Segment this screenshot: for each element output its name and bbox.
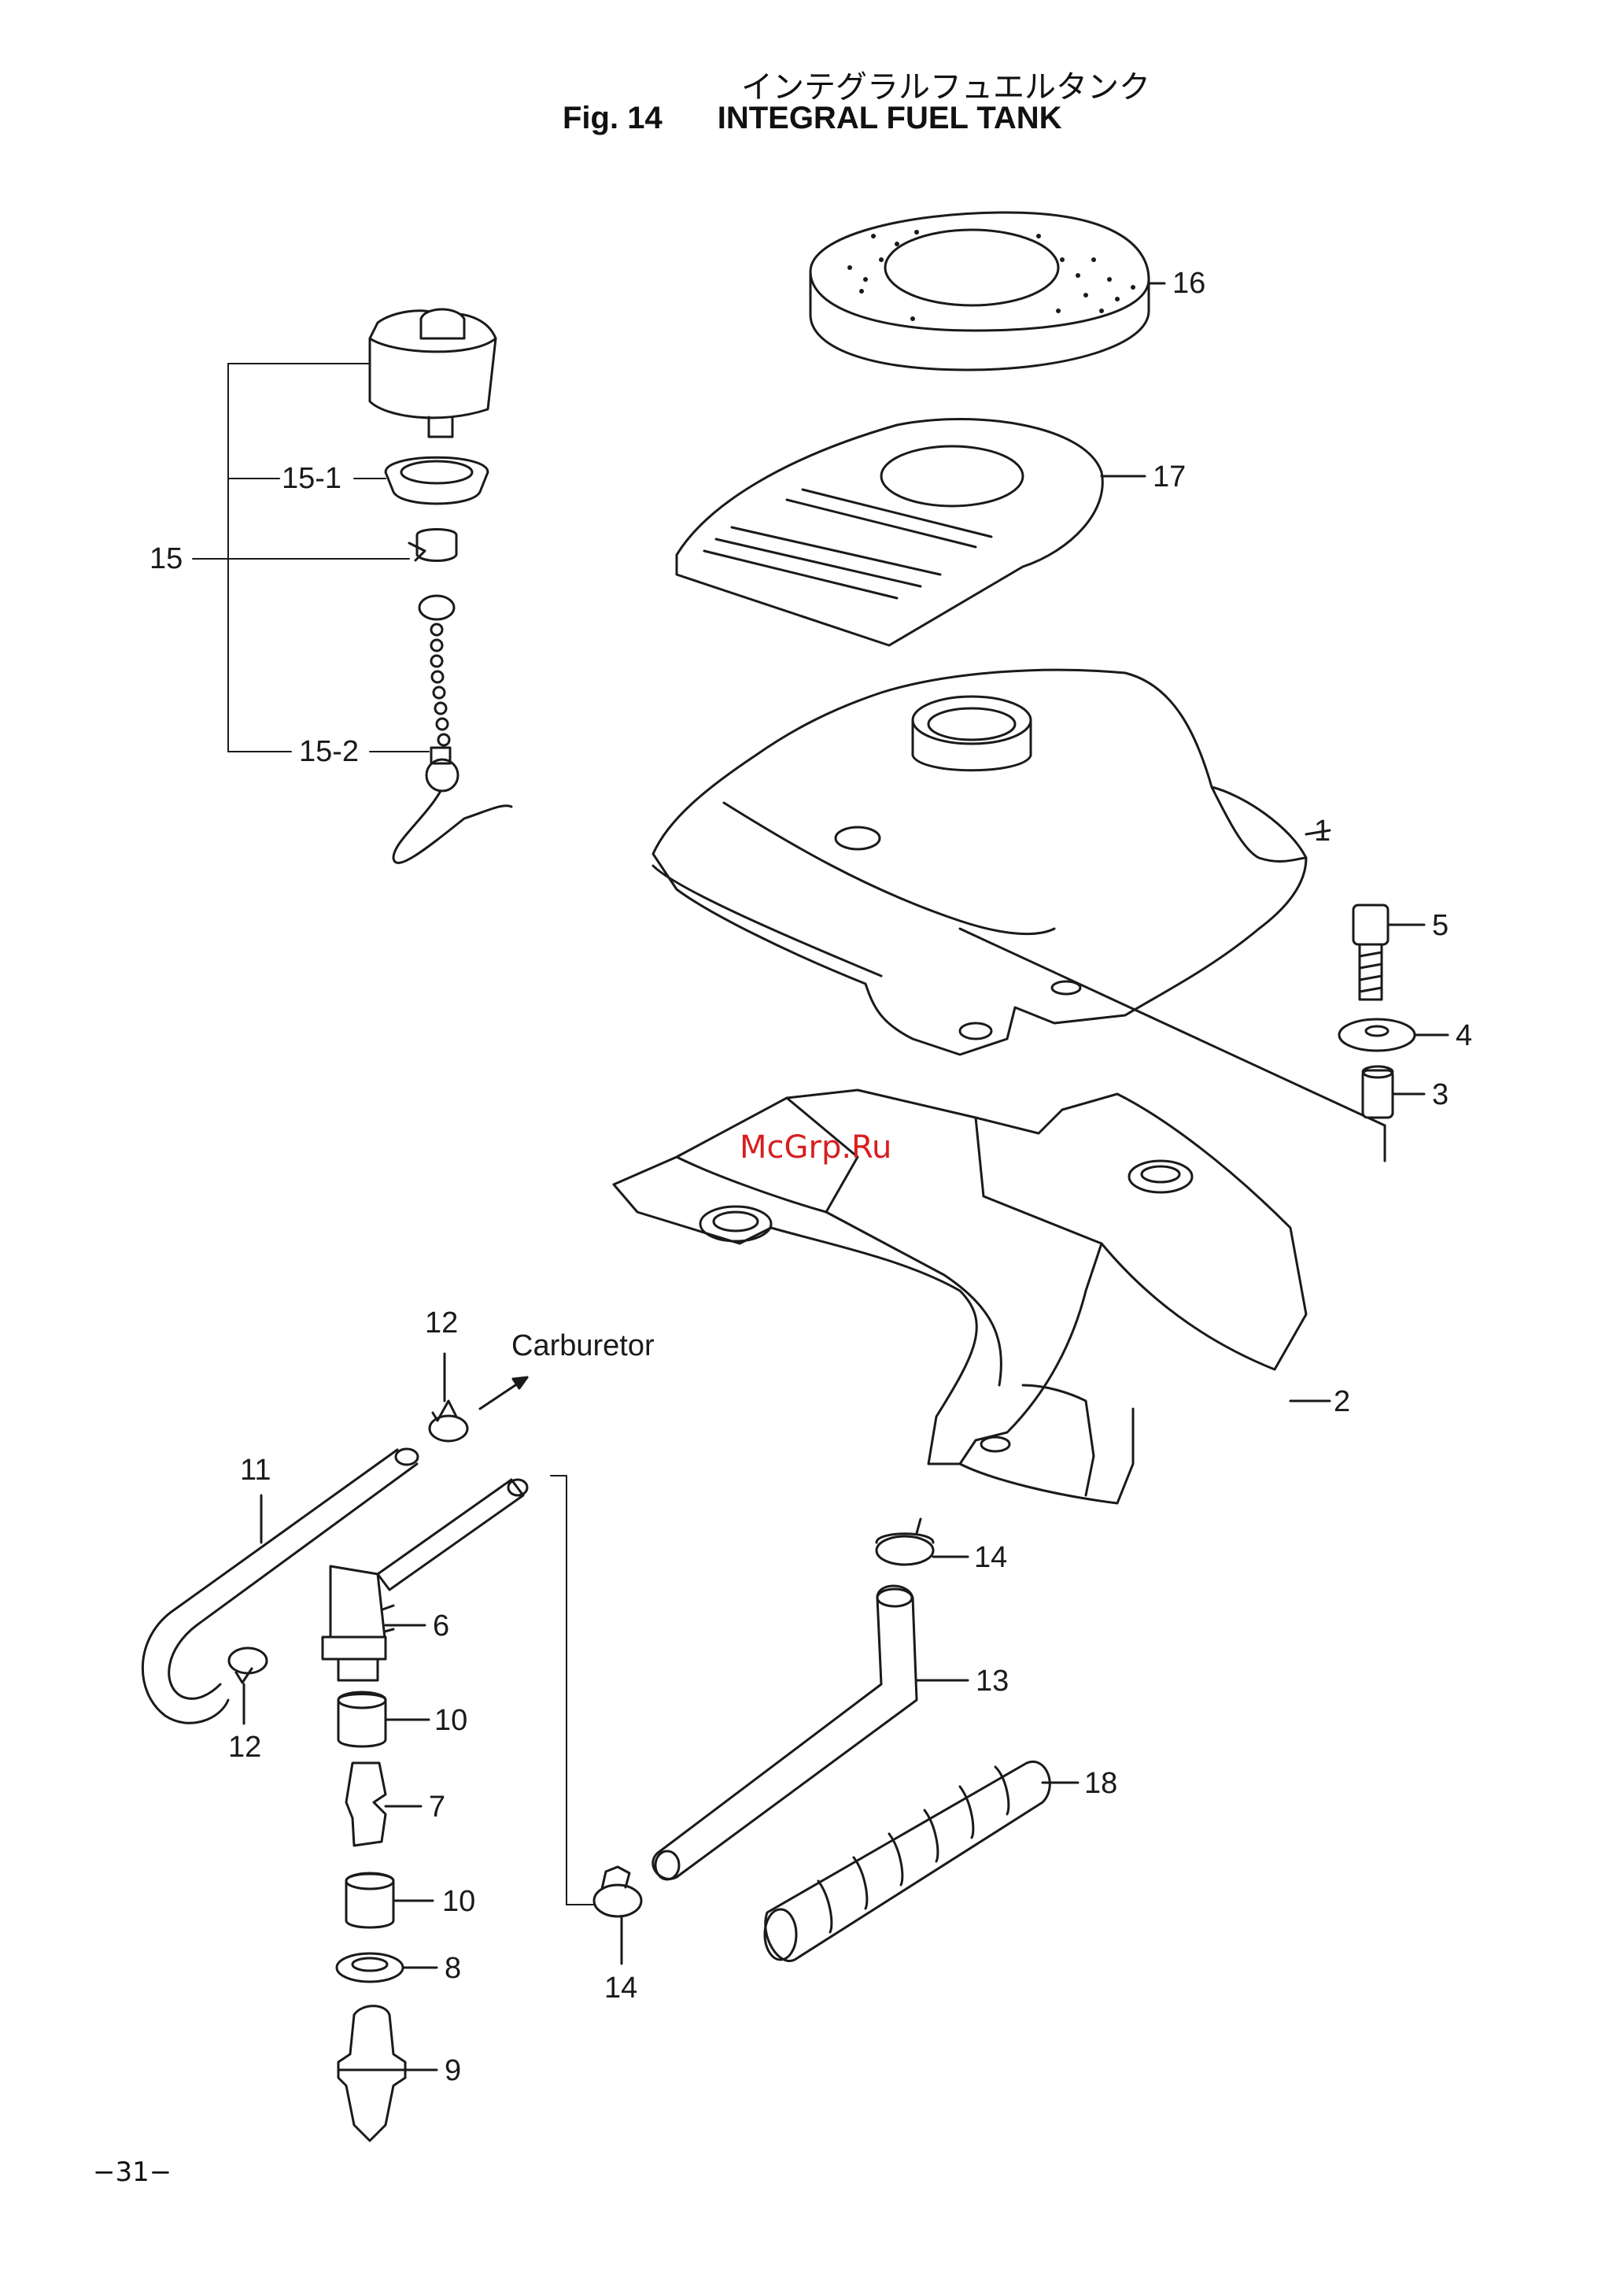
callout-12-upper: 12 <box>425 1306 458 1340</box>
part-15-1-gasket <box>386 457 488 504</box>
part-1-fuel-tank-upper <box>653 670 1385 1125</box>
callout-16: 16 <box>1172 267 1205 300</box>
part-9-strainer <box>338 2006 437 2141</box>
part-8-packing <box>337 1953 437 1982</box>
callout-5: 5 <box>1432 909 1449 942</box>
part-5-bolt <box>1353 905 1424 1000</box>
callout-7: 7 <box>429 1791 445 1824</box>
part-10-gasket-lower <box>346 1873 433 1927</box>
callout-3: 3 <box>1432 1078 1449 1111</box>
part-16-foam-ring <box>810 213 1164 370</box>
part-7-filter <box>346 1763 421 1846</box>
part-14-hose-clamp-left <box>551 1476 641 1964</box>
callout-13: 13 <box>976 1665 1009 1698</box>
part-17-insulator-pad <box>677 419 1145 646</box>
watermark: McGrp.Ru <box>740 1129 891 1166</box>
part-12-hose-clamp-upper <box>430 1354 467 1441</box>
callout-8: 8 <box>445 1952 461 1985</box>
callout-15-2: 15-2 <box>299 735 359 768</box>
part-3-collar <box>1363 1066 1424 1161</box>
callout-15: 15 <box>149 542 183 575</box>
callout-10-upper: 10 <box>434 1704 467 1737</box>
callout-4: 4 <box>1456 1019 1472 1052</box>
callout-11: 11 <box>240 1454 271 1487</box>
callout-bracket-15 <box>193 364 429 752</box>
part-4-washer <box>1339 1019 1448 1051</box>
callout-9: 9 <box>445 2054 461 2087</box>
callout-18: 18 <box>1084 1767 1117 1800</box>
page-number: −31− <box>93 2156 172 2188</box>
callout-14-left: 14 <box>604 1972 637 2005</box>
callout-2: 2 <box>1334 1385 1350 1418</box>
callout-1: 1 <box>1314 815 1331 848</box>
part-18-hose-protector <box>765 1761 1078 1961</box>
part-15-2-retainer-chain <box>393 624 511 863</box>
part-15-fuel-cap-assembly <box>370 309 511 863</box>
part-2-fuel-tank-lower <box>614 1090 1330 1503</box>
callout-12-lower: 12 <box>228 1731 261 1764</box>
part-12-hose-clamp-lower <box>229 1648 267 1724</box>
part-14-hose-clamp-right <box>877 1519 968 1565</box>
callout-17: 17 <box>1153 460 1186 493</box>
arrow-to-carburetor <box>480 1377 527 1409</box>
part-10-gasket-upper <box>338 1692 429 1746</box>
callout-10-lower: 10 <box>442 1885 475 1918</box>
callout-15-1: 15-1 <box>282 462 341 495</box>
callout-14-right: 14 <box>974 1541 1007 1574</box>
callout-carburetor: Carburetor <box>511 1329 655 1362</box>
callout-6: 6 <box>433 1609 449 1643</box>
